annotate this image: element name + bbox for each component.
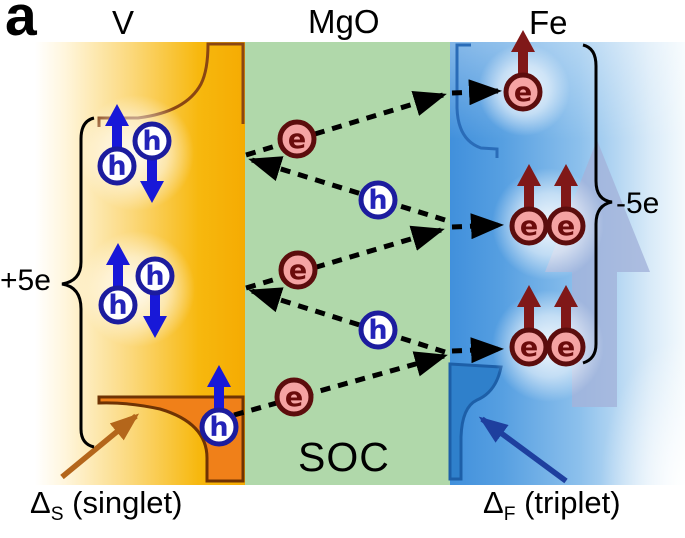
delta-s-pointer-arrow [60,413,140,480]
electron-symbol: e [557,211,575,242]
charge-transfer-right-label: -5e [616,187,660,220]
hole-symbol: h [368,185,387,216]
electron-symbol: e [514,77,532,108]
fe-dos-filled-band-triplet [448,362,503,481]
delta-f-subscript: F [503,504,516,526]
electron-icon [509,327,549,367]
fe-region-label: Fe [529,4,568,41]
spin-up-arrow-icon [511,30,535,76]
hole-icon [199,407,239,447]
tunnel-arrow-into-fe-bottom [451,337,504,364]
tunnel-arrow-into-fe-top [451,79,502,106]
mgo-region-label: MgO [308,3,380,40]
delta-s-note: (singlet) [63,485,183,520]
hole-symbol: h [209,412,228,443]
glow-halo [78,95,194,211]
charge-transfer-left-label: +5e [0,264,51,297]
spin-up-arrow-icon [105,104,129,150]
hole-icon [358,180,398,220]
tunnel-arrow-e1 [233,351,448,418]
hole-symbol: h [368,315,387,346]
v-region-label: V [112,4,135,41]
hole-icon [97,146,137,186]
electron-icon [546,206,586,246]
delta-f-label: ΔF (triplet) [483,487,621,524]
hole-symbol: h [142,126,161,157]
tunneling-paths [233,79,504,418]
spin-arrows [105,30,578,411]
left-brace-plus-5e [61,116,95,449]
hole-icon [135,256,175,296]
spin-down-arrow-icon [143,292,167,338]
soc-label: SOC [298,434,390,480]
spin-up-arrow-icon [554,285,578,331]
delta-f-symbol: Δ [483,485,504,520]
electron-icon [509,206,549,246]
electron-icon [546,327,586,367]
electron-icon [274,377,314,417]
electron-symbol: e [289,255,307,286]
spin-up-arrow-icon [517,285,541,331]
delta-s-symbol: Δ [30,485,51,520]
tunnel-arrow-e2 [245,225,445,291]
hole-symbol: h [108,290,127,321]
fe-dos-upper-band-curve [455,43,499,158]
electron-symbol: e [520,211,538,242]
hole-symbol: h [107,151,126,182]
tunnel-arrow-e3 [245,91,447,158]
spin-up-arrow-icon [207,365,231,411]
hole-symbol: h [145,261,164,292]
tunnel-arrow-h2 [248,156,446,223]
electron-symbol: e [288,124,306,155]
spin-up-arrow-icon [106,243,130,289]
spin-up-arrow-icon [554,164,578,210]
tunnel-arrow-h1 [248,287,446,355]
delta-s-subscript: S [50,504,64,526]
electron-icon [277,119,317,159]
hole-icon [358,310,398,350]
hole-icon [132,121,172,161]
right-brace-minus-5e [582,43,613,365]
electron-symbol: e [285,382,303,413]
electron-symbol: e [557,332,575,363]
spin-down-arrow-icon [140,157,164,203]
electron-icon [278,250,318,290]
panel-label: a [5,0,37,48]
tunnel-arrow-into-fe-middle [451,213,504,240]
electron-symbol: e [520,332,538,363]
delta-f-pointer-arrow [478,416,568,484]
glow-halo [79,231,195,347]
spin-up-arrow-icon [517,164,541,210]
hole-icon [98,285,138,325]
delta-f-note: (triplet) [515,485,621,520]
electron-icon [503,72,543,112]
delta-s-label: ΔS (singlet) [30,487,182,524]
